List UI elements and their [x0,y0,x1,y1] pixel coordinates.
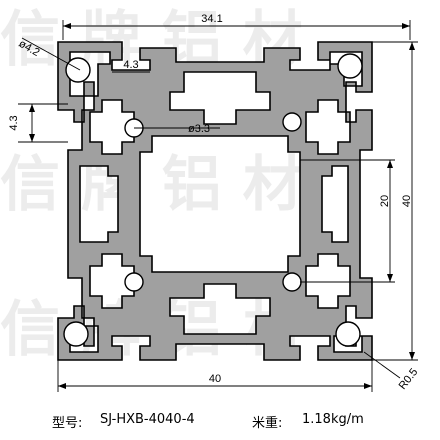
dim-top-width: 34.1 [201,13,222,25]
dim-small-hole: ø3.3 [188,123,210,135]
weight-label: 米重: [252,416,283,431]
dim-slot-height: 4.3 [8,115,20,130]
small-hole-lower-left [124,272,144,292]
dim-inner-height: 20 [379,195,391,207]
dim-outer-width: 40 [209,373,221,385]
dim-corner-radius: R0.5 [397,366,421,392]
dim-outer-height: 40 [401,195,413,207]
large-hole-top-right [337,53,363,79]
large-hole-top-left [65,57,91,83]
weight-value: 1.18kg/m [302,412,364,427]
model-label: 型号: [52,416,83,431]
dimension-lines [18,20,418,392]
model-value: SJ-HXB-4040-4 [100,412,195,427]
large-hole-bottom-right [335,321,361,347]
small-hole-lower-right [282,272,302,292]
small-hole-upper-right [282,112,302,132]
watermark-row-2: 信 牌 铝 材 [0,150,303,220]
dim-slot-width: 4.3 [123,59,138,71]
watermark: 信 牌 铝 材 信 牌 铝 材 信 牌 铝 材 [0,5,303,365]
arrowheads [29,23,415,389]
spec-footer: 型号: SJ-HXB-4040-4 米重: 1.18kg/m [0,408,440,436]
large-hole-bottom-left [63,321,89,347]
